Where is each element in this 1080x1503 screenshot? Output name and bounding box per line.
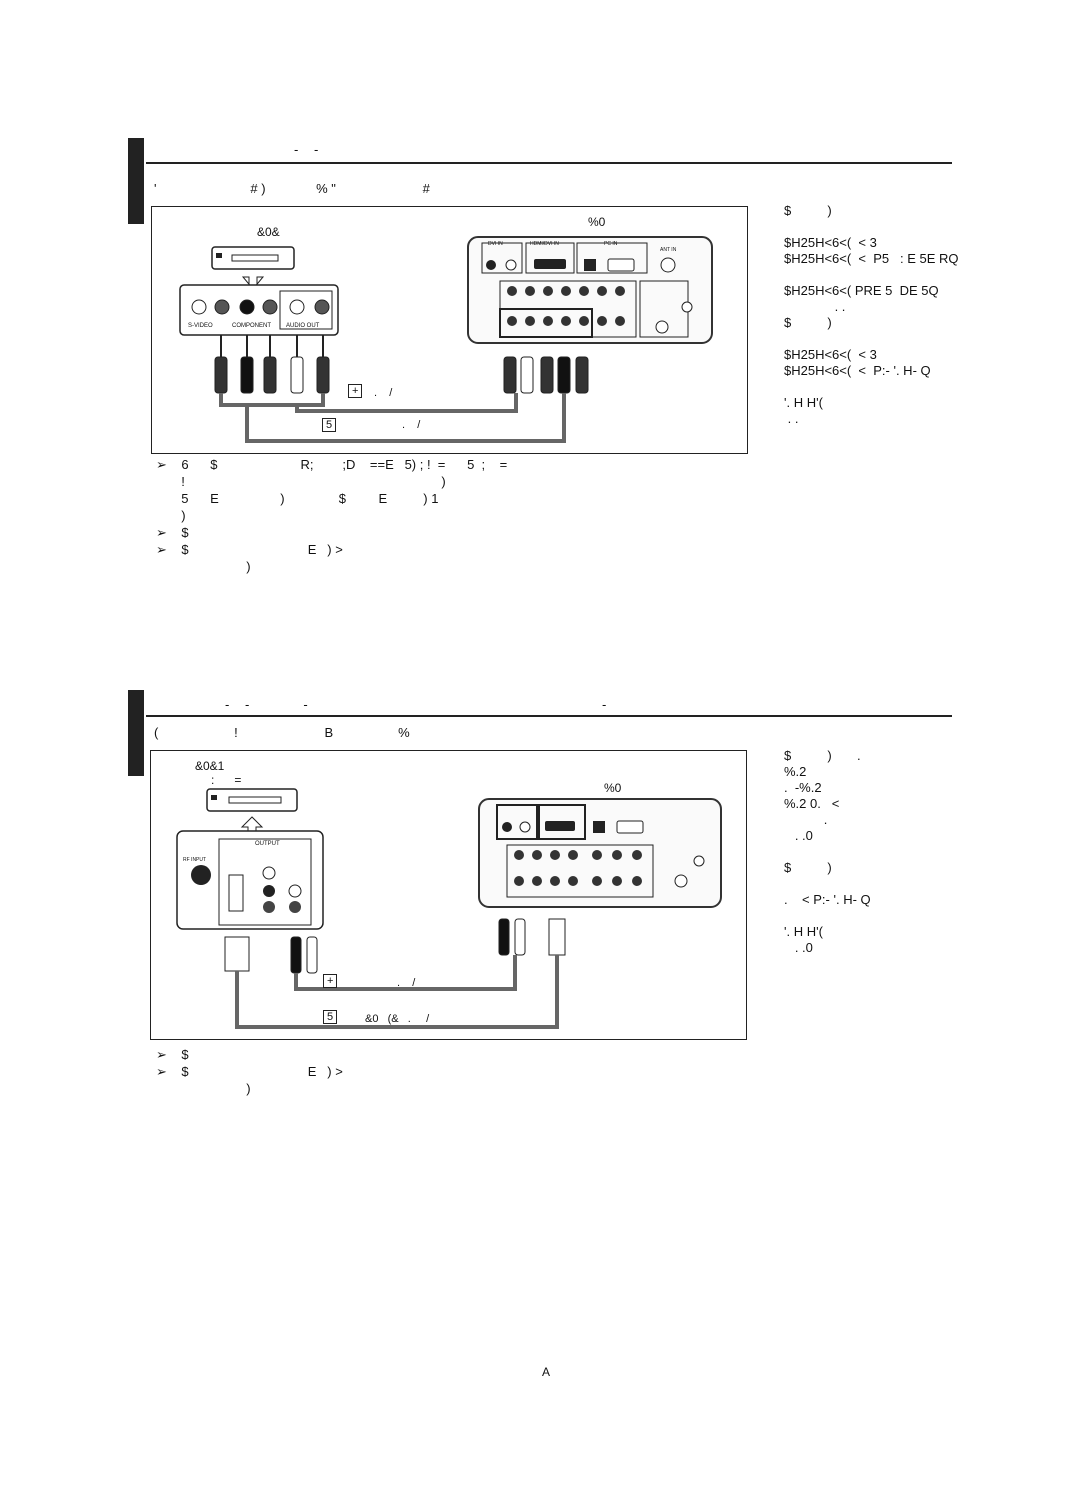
output-label: OUTPUT bbox=[255, 841, 280, 847]
tv-label: %0 bbox=[604, 781, 622, 795]
diagram-frame: &0&1 : = %0 OUTPUT RF INPUT + . / 5 &0 (… bbox=[150, 750, 747, 1040]
rf-input-label: RF INPUT bbox=[183, 857, 207, 863]
section-tab bbox=[128, 138, 144, 224]
side-instructions: $ ) .%.2. -%.2%.2 0. < . . .0$ ). < P:- … bbox=[784, 748, 871, 955]
section-title: - - - - bbox=[225, 697, 613, 712]
audio-cable-badge: + bbox=[348, 384, 363, 398]
hdmi-in-label: HDMI/DVI IN bbox=[530, 241, 559, 247]
tv-back-panel bbox=[478, 798, 722, 908]
svideo-label: S-VIDEO bbox=[188, 323, 213, 329]
section-title: - - bbox=[294, 142, 325, 157]
component-label: COMPONENT bbox=[232, 323, 271, 329]
audio-cable-label: . / bbox=[374, 387, 393, 399]
side-instructions: $ )$H25H<6<( < 3$H25H<6<( < P5 : E 5E RQ… bbox=[784, 203, 959, 426]
ant-in-label: ANT IN bbox=[660, 247, 677, 253]
set-top-box bbox=[206, 788, 298, 812]
section-rule bbox=[146, 715, 952, 717]
device-label: &0& bbox=[257, 225, 280, 239]
audio-out-label: AUDIO OUT bbox=[286, 323, 320, 329]
connection-diagram bbox=[176, 788, 722, 1029]
dvi-cable-badge: 5 bbox=[323, 1010, 338, 1024]
page-number: A bbox=[542, 1365, 551, 1379]
tv-label: %0 bbox=[588, 215, 606, 229]
notes: ➢ 6 $ R; ;D ==E 5) ; ! = 5 ; = ! ) 5 E ) bbox=[156, 457, 508, 574]
audio-cable-label: . / bbox=[397, 977, 416, 989]
section-subtitle: ' # ) % " # bbox=[154, 181, 430, 196]
device-sublabel: : = bbox=[211, 773, 242, 787]
section-subtitle: ( ! B % bbox=[154, 725, 410, 740]
device-back-panel bbox=[176, 830, 324, 930]
pc-in-label: PC IN bbox=[604, 241, 618, 247]
section-rule bbox=[146, 162, 952, 164]
notes: ➢ $➢ $ E ) > ) bbox=[156, 1047, 343, 1096]
tv-back-panel bbox=[467, 236, 713, 344]
audio-cable-badge: + bbox=[323, 974, 338, 988]
device-label: &0&1 bbox=[195, 759, 225, 773]
dvi-in-label: DVI IN bbox=[488, 241, 503, 247]
dvd-player bbox=[211, 246, 295, 270]
device-back-panel bbox=[179, 284, 339, 336]
dvi-cable-label: &0 (& . / bbox=[365, 1013, 430, 1025]
component-cable-badge: 5 bbox=[322, 418, 337, 432]
component-cable-label: . / bbox=[402, 419, 421, 431]
section-tab bbox=[128, 690, 144, 776]
diagram-frame: &0& %0 S-VIDEO COMPONENT AUDIO OUT DVI I… bbox=[151, 206, 748, 454]
connection-diagram bbox=[179, 236, 713, 443]
